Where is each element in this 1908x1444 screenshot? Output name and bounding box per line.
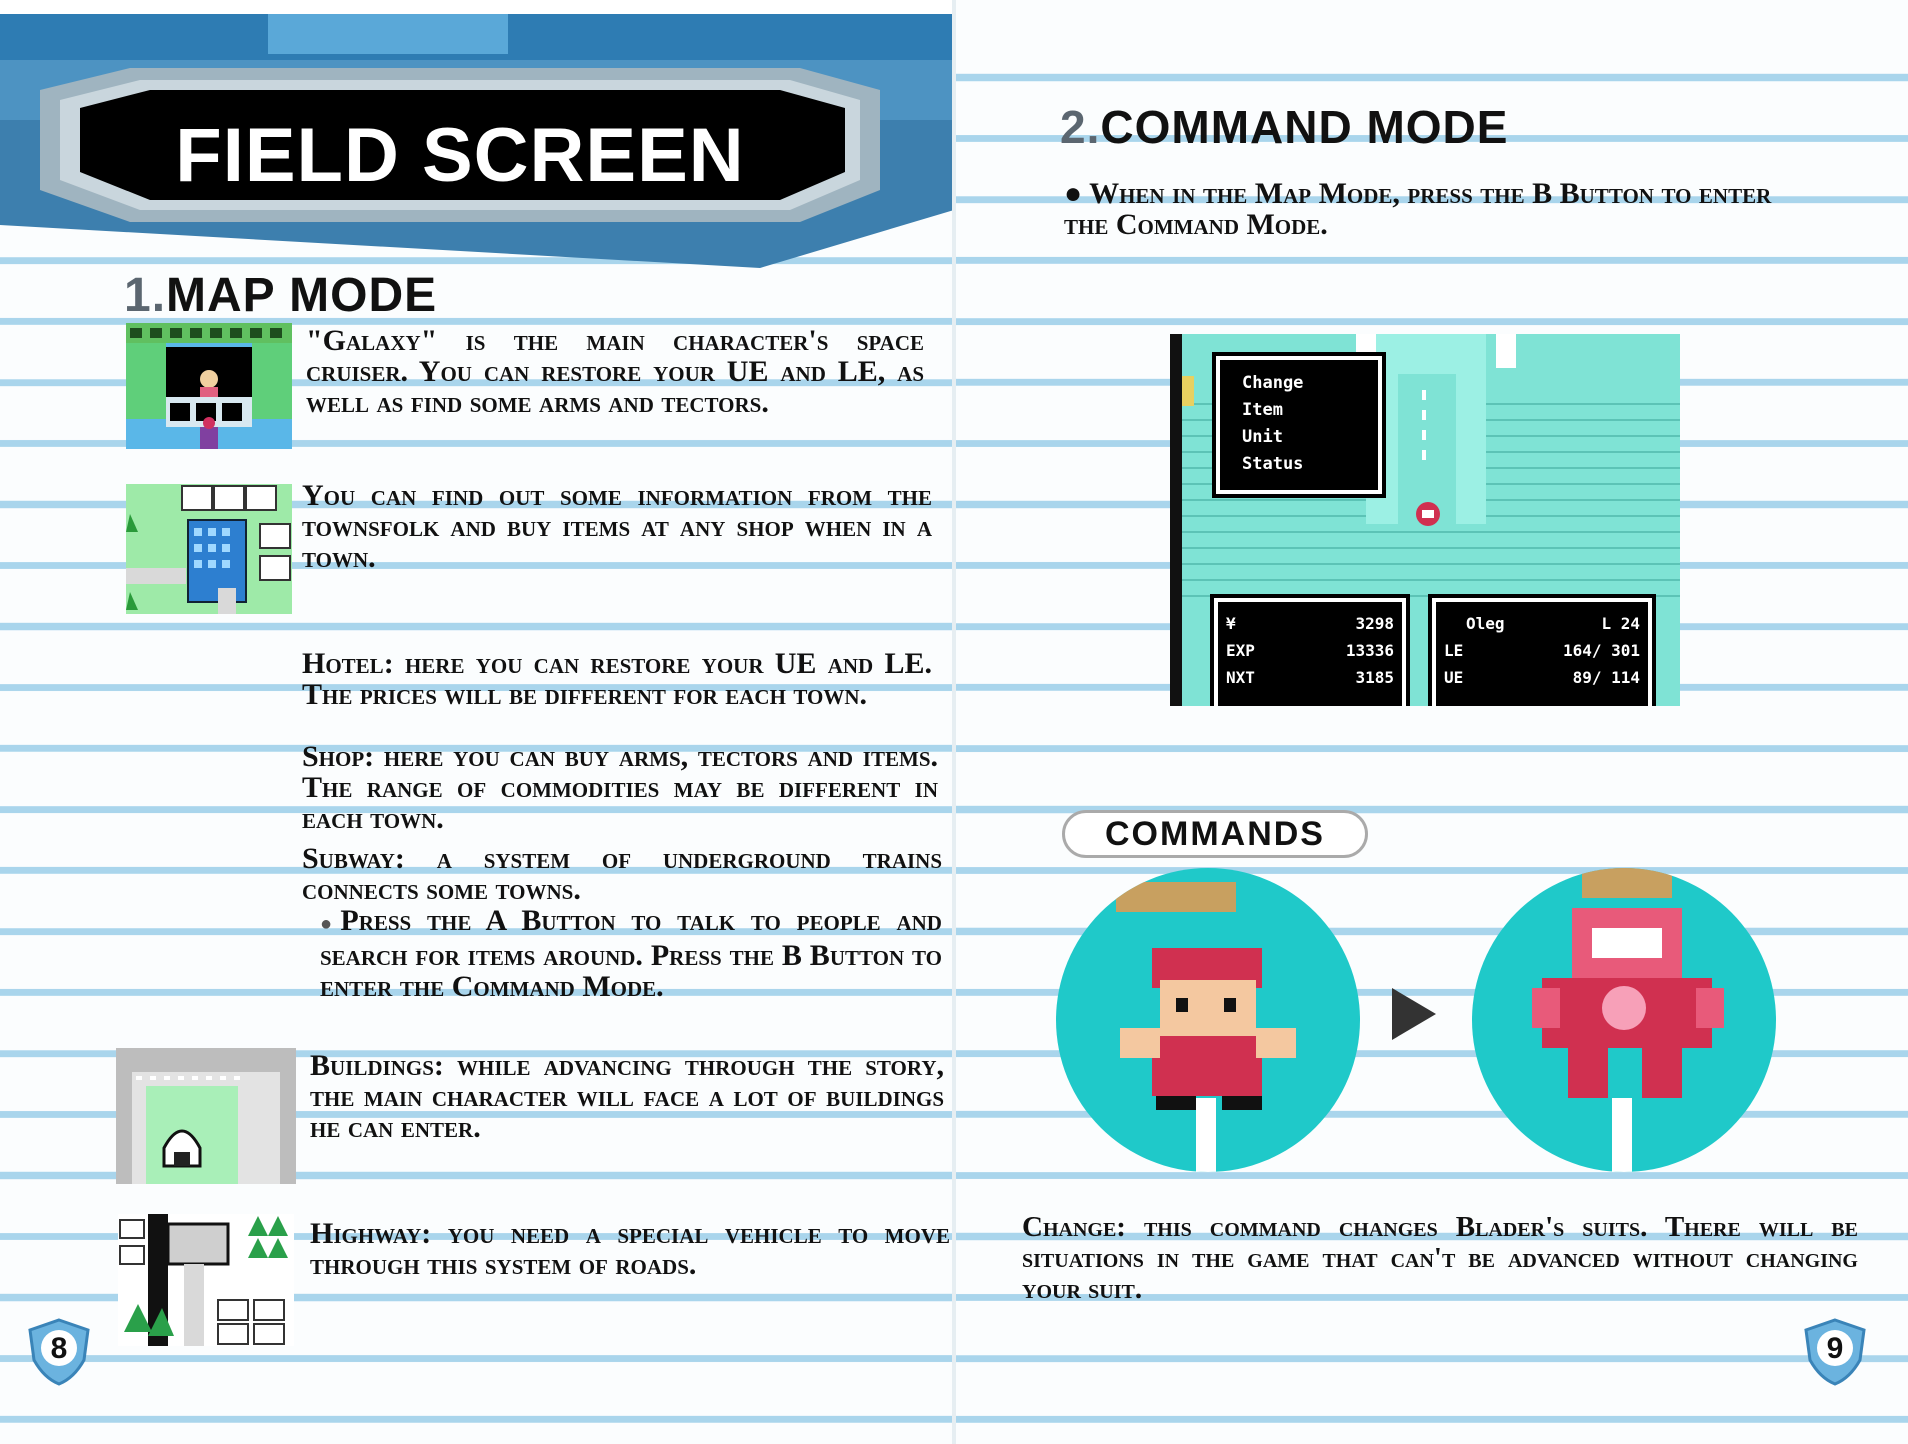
stat-value: 89/ 114 (1572, 668, 1640, 687)
stat-value: 164/ 301 (1562, 641, 1640, 660)
section-command-mode-title: 2.COMMAND MODE (1060, 100, 1508, 154)
town-screenshot (126, 484, 292, 614)
section-number: 1. (124, 269, 167, 322)
buildings-screenshot (116, 1048, 296, 1184)
character-before-image (1056, 868, 1360, 1172)
command-intro-label: When in the Map Mode, press the B Button… (1064, 177, 1772, 241)
character-name: Oleg (1466, 614, 1505, 633)
command-intro-text: ● When in the Map Mode, press the B Butt… (1064, 178, 1794, 240)
character-after-image (1472, 868, 1776, 1172)
section-title-text: MAP MODE (166, 269, 438, 322)
header-banner (0, 0, 954, 268)
highway-screenshot (118, 1214, 294, 1346)
menu-item-item[interactable]: Item (1242, 400, 1283, 420)
hotel-text: Hotel: here you can restore your UE and … (302, 647, 932, 711)
right-page: 2.COMMAND MODE ● When in the Map Mode, p… (956, 0, 1908, 1444)
stat-label: ¥ (1226, 614, 1236, 633)
section-title-text: COMMAND MODE (1100, 101, 1509, 153)
page-number-badge (1804, 1318, 1866, 1386)
page-number-badge (28, 1318, 90, 1386)
change-command-text: Change: this command changes Blader's su… (1022, 1211, 1858, 1305)
shop-text: Shop: here you can buy arms, tectors and… (302, 740, 938, 835)
book-spine (952, 0, 958, 1444)
town-text: You can find out some information from t… (302, 479, 932, 574)
stat-label: NXT (1226, 668, 1255, 687)
galaxy-text: "Galaxy" is the main character's space c… (306, 324, 924, 419)
transform-arrow-icon (1392, 988, 1436, 1040)
bullet-icon: ● (320, 913, 341, 935)
press-a-label: Press the A Button to talk to people and… (320, 904, 942, 1003)
section-number: 2. (1060, 101, 1101, 153)
buildings-text: Buildings: while advancing through the s… (310, 1049, 944, 1144)
subway-text: Subway: a system of underground trains c… (302, 842, 942, 906)
stat-label: EXP (1226, 641, 1255, 660)
page-title: FIELD SCREEN (175, 113, 745, 198)
menu-item-status[interactable]: Status (1242, 454, 1304, 474)
page-number-left: 8 (50, 1332, 68, 1365)
section-map-mode-title: 1.MAP MODE (124, 268, 437, 323)
stat-value: 3185 (1355, 668, 1394, 687)
character-level: L 24 (1601, 614, 1640, 633)
highway-text: Highway: you need a special vehicle to m… (310, 1217, 950, 1281)
stat-label: LE (1444, 641, 1464, 660)
galaxy-screenshot (126, 323, 292, 449)
menu-item-change[interactable]: Change (1242, 373, 1304, 393)
bullet-icon: ● (1064, 177, 1083, 210)
command-mode-screenshot: Change Item Unit Status ¥3298 EXP 13336 N… (1170, 334, 1680, 706)
menu-item-unit[interactable]: Unit (1242, 427, 1283, 447)
money-exp-panel: ¥3298 EXP 13336 NXT 3185 (1214, 598, 1406, 706)
command-menu[interactable]: Change Item Unit Status (1216, 356, 1382, 494)
press-a-text: ●Press the A Button to talk to people an… (320, 905, 942, 1002)
stat-label: UE (1444, 668, 1464, 687)
stat-value: 3298 (1355, 614, 1394, 633)
commands-label: COMMANDS (1062, 810, 1368, 858)
page-number-right: 9 (1826, 1332, 1844, 1365)
stat-value: 13336 (1345, 641, 1394, 660)
left-page: FIELD SCREEN 1.MAP MODE "Galaxy" is the … (0, 0, 954, 1444)
character-status-panel: Oleg L 24 LE 164/ 301 UE 89/ 114 (1432, 598, 1652, 706)
